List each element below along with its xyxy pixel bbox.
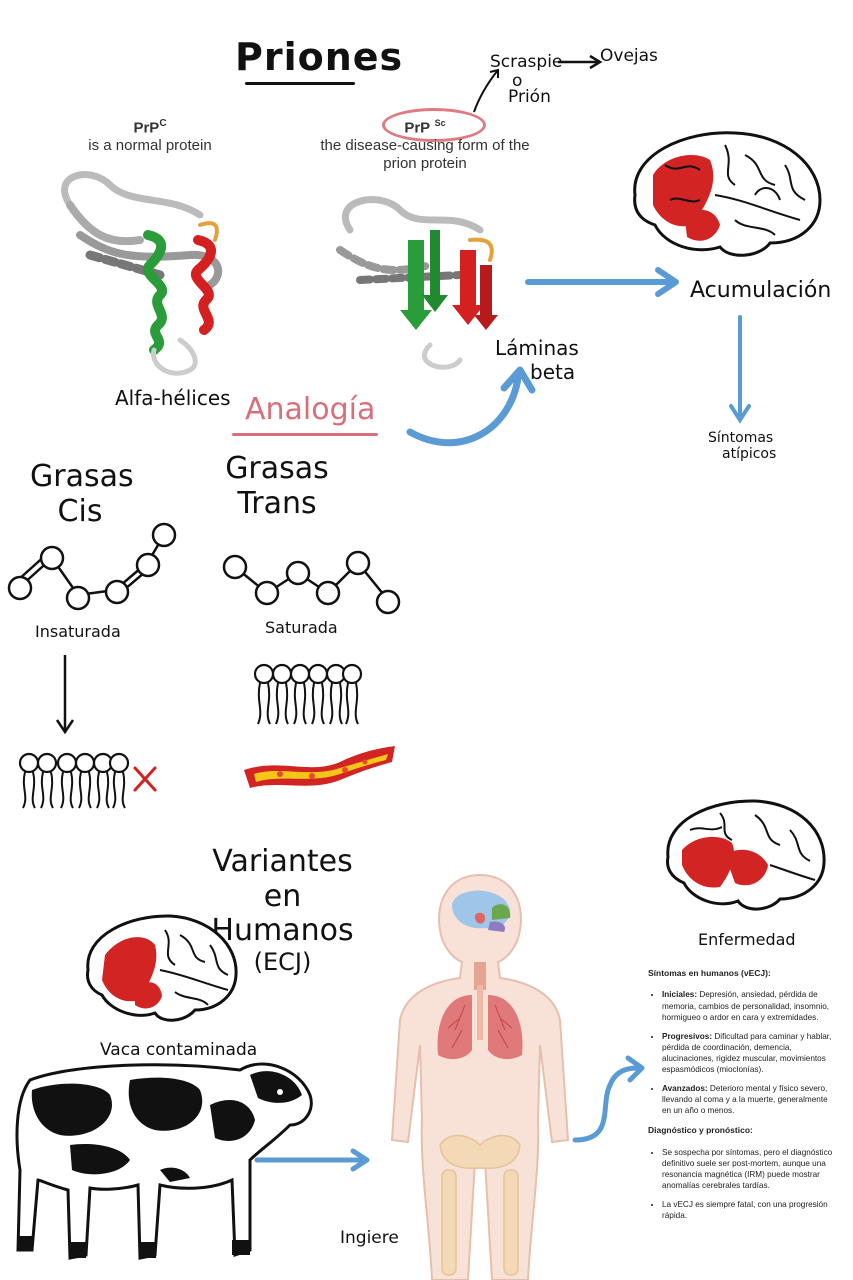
- grasas-cis-line1: Grasas: [30, 459, 134, 494]
- ingiere-label: Ingiere: [340, 1228, 399, 1248]
- human-body-illustration: [390, 873, 570, 1280]
- prpc-header: PrPC is a normal protein: [60, 118, 240, 155]
- symptom-item-progresivos: Progresivos: Dificultad para caminar y h…: [662, 1031, 838, 1075]
- diagnosis-list: Se sospecha por síntomas, pero el diagnó…: [648, 1147, 838, 1221]
- prpc-desc: is a normal protein: [88, 137, 212, 155]
- symptom-item-iniciales: Iniciales: Depresión, ansiedad, pérdida …: [662, 989, 838, 1022]
- grasas-cis-title: Grasas Cis: [30, 459, 134, 529]
- grasas-trans-title: Grasas Trans: [222, 451, 332, 521]
- insaturada-label: Insaturada: [35, 622, 121, 641]
- alfa-helices-label: Alfa-hélices: [115, 386, 231, 410]
- arrow-down-symptoms: [729, 315, 751, 424]
- sheep-label: Ovejas: [600, 46, 658, 66]
- brain-disease-icon: [666, 799, 826, 911]
- symptoms-heading: Síntomas en humanos (vECJ):: [648, 968, 771, 978]
- cis-membrane: [18, 752, 157, 809]
- clogged-artery-icon: [244, 746, 395, 788]
- prpc-sup: C: [159, 118, 167, 129]
- cis-molecule: [7, 522, 177, 611]
- symptom-item-avanzados: Avanzados: Deterioro mental y físico sev…: [662, 1083, 838, 1116]
- diagnosis-heading: Diagnóstico y pronóstico:: [648, 1125, 753, 1136]
- laminas-label-2: beta: [530, 360, 576, 384]
- prpsc-desc-2: prion protein: [383, 155, 467, 173]
- enfermedad-label: Enfermedad: [698, 930, 796, 949]
- sintomas-atipicos-1: Síntomas: [708, 430, 774, 446]
- brain-accumulation-icon: [633, 131, 822, 257]
- title-underline: [245, 82, 355, 85]
- trans-molecule: [222, 550, 401, 615]
- cow-illustration: [15, 1062, 313, 1260]
- arrow-down-cis: [55, 655, 75, 735]
- sintomas-atipicos-2: atípicos: [722, 446, 777, 462]
- acumulacion-label: Acumulación: [690, 278, 832, 303]
- symptoms-panel: Síntomas en humanos (vECJ): Iniciales: D…: [648, 968, 838, 1230]
- scrapie-label: Scraspie: [490, 52, 563, 72]
- analogia-underline: [232, 433, 378, 436]
- prpsc-desc-1: the disease-causing form of the: [320, 137, 530, 155]
- laminas-label-1: Láminas: [495, 336, 579, 360]
- arrow-human-to-disease: [572, 1055, 645, 1143]
- prpc-protein-structure: [61, 171, 223, 376]
- prpsc-name: PrP: [404, 119, 431, 137]
- prpsc-sup: Sc: [434, 118, 446, 128]
- vaca-label: Vaca contaminada: [100, 1040, 258, 1060]
- symptom-term: Progresivos:: [662, 1031, 713, 1041]
- saturada-label: Saturada: [265, 618, 338, 637]
- scrapie-prion: Prión: [508, 87, 551, 107]
- symptom-term: Iniciales:: [662, 990, 698, 1000]
- arrows-top: [406, 267, 679, 447]
- prpsc-protein-structure: [336, 196, 498, 370]
- grasas-trans-line2: Trans: [237, 485, 317, 521]
- symptom-text: Deterioro mental y físico severo, llevan…: [662, 1083, 828, 1116]
- grasas-trans-line1: Grasas: [225, 451, 329, 486]
- scrapie-or: o: [512, 71, 523, 91]
- scrapie-annotation-arrows: [473, 54, 603, 113]
- brain-cow-icon: [86, 914, 238, 1022]
- page-title: Priones: [235, 35, 404, 79]
- symptoms-list: Iniciales: Depresión, ansiedad, pérdida …: [648, 989, 838, 1116]
- diagnosis-item: Se sospecha por síntomas, pero el diagnó…: [662, 1147, 838, 1191]
- arrow-cow-to-human: [254, 1148, 370, 1172]
- prpc-name: PrP: [133, 119, 160, 137]
- variantes-line1: Variantes en: [212, 844, 353, 914]
- trans-membrane: [253, 663, 363, 725]
- symptom-text: Depresión, ansiedad, pérdida de memoria,…: [662, 990, 830, 1022]
- symptom-term: Avanzados:: [662, 1083, 708, 1093]
- variantes-line2: Humanos: [211, 913, 354, 948]
- prpsc-highlight-ellipse: [382, 108, 486, 142]
- diagnosis-item: La vECJ es siempre fatal, con una progre…: [662, 1199, 838, 1221]
- symptom-text: Dificultad para caminar y hablar, pérdid…: [662, 1031, 832, 1074]
- variantes-line3: (ECJ): [253, 947, 312, 976]
- variantes-title: Variantes en Humanos (ECJ): [195, 844, 370, 976]
- prpsc-header: PrP Sc the disease-causing form of the p…: [280, 118, 570, 173]
- analogia-label: Analogía: [245, 392, 376, 427]
- grasas-cis-line2: Cis: [57, 493, 103, 529]
